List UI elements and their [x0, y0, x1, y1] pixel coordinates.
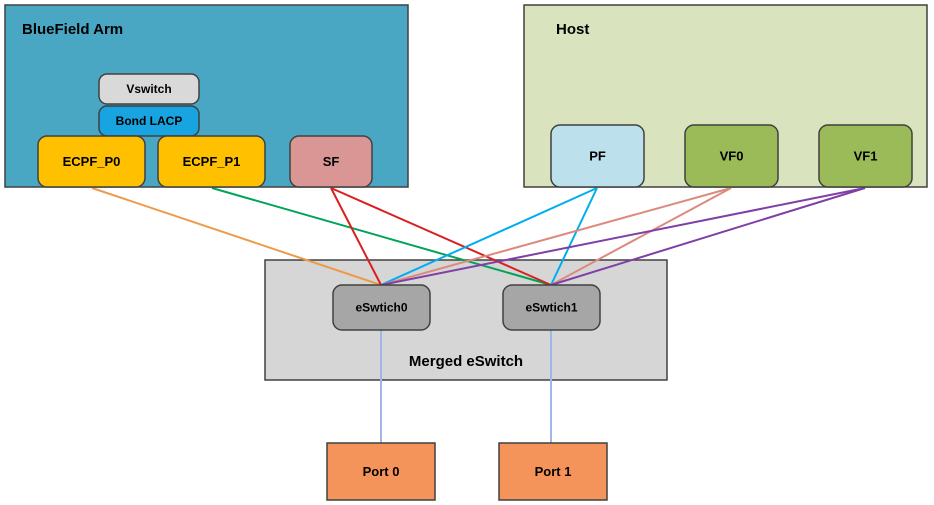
connection-sf-to-eswitch1 [330, 187, 552, 286]
node-vswitch[interactable]: Vswitch [98, 73, 200, 105]
node-port0[interactable]: Port 0 [326, 442, 436, 501]
node-label-ecpf-p0: ECPF_P0 [63, 154, 121, 169]
connection-ecpf-p1-to-eswitch1 [211, 187, 552, 286]
node-box-port1[interactable] [498, 442, 608, 501]
node-ecpf-p1[interactable]: ECPF_P1 [157, 135, 266, 188]
node-box-vf1[interactable] [818, 124, 913, 188]
node-box-eswitch0[interactable] [332, 284, 431, 331]
node-label-ecpf-p1: ECPF_P1 [183, 154, 241, 169]
node-label-sf: SF [323, 154, 340, 169]
connections-layer [91, 187, 866, 443]
node-label-pf: PF [589, 148, 606, 163]
node-label-eswitch0: eSwtich0 [355, 301, 407, 315]
connection-pf-to-eswitch0 [380, 187, 598, 286]
node-vf0[interactable]: VF0 [684, 124, 779, 188]
node-label-eswitch1: eSwtich1 [525, 301, 577, 315]
node-pf[interactable]: PF [550, 124, 645, 188]
node-sf[interactable]: SF [289, 135, 373, 188]
connection-vf0-to-eswitch1 [550, 187, 732, 286]
node-label-port1: Port 1 [535, 464, 572, 479]
node-box-pf[interactable] [550, 124, 645, 188]
connection-vf1-to-eswitch0 [380, 187, 866, 286]
node-box-vswitch[interactable] [98, 73, 200, 105]
node-label-bond-lacp: Bond LACP [116, 114, 183, 128]
zone-title-bluefield-arm: BlueField Arm [22, 21, 123, 38]
node-label-vf1: VF1 [854, 148, 878, 163]
node-box-port0[interactable] [326, 442, 436, 501]
node-eswitch0[interactable]: eSwtich0 [332, 284, 431, 331]
node-box-ecpf-p1[interactable] [157, 135, 266, 188]
node-ecpf-p0[interactable]: ECPF_P0 [37, 135, 146, 188]
zone-title-host: Host [556, 21, 589, 38]
connection-pf-to-eswitch1 [550, 187, 598, 286]
node-bond-lacp[interactable]: Bond LACP [98, 105, 200, 137]
connection-ecpf-p0-to-eswitch0 [91, 187, 382, 286]
node-label-vswitch: Vswitch [126, 82, 171, 96]
connection-sf-to-eswitch0 [330, 187, 382, 286]
node-eswitch1[interactable]: eSwtich1 [502, 284, 601, 331]
connection-vf1-to-eswitch1 [550, 187, 866, 286]
node-box-bond-lacp[interactable] [98, 105, 200, 137]
node-box-eswitch1[interactable] [502, 284, 601, 331]
zone-title-merged-eswitch: Merged eSwitch [409, 353, 523, 370]
node-label-port0: Port 0 [363, 464, 400, 479]
node-box-vf0[interactable] [684, 124, 779, 188]
node-port1[interactable]: Port 1 [498, 442, 608, 501]
node-label-vf0: VF0 [720, 148, 744, 163]
node-box-ecpf-p0[interactable] [37, 135, 146, 188]
node-vf1[interactable]: VF1 [818, 124, 913, 188]
node-box-sf[interactable] [289, 135, 373, 188]
zones-layer [4, 4, 928, 381]
connection-vf0-to-eswitch0 [380, 187, 732, 286]
